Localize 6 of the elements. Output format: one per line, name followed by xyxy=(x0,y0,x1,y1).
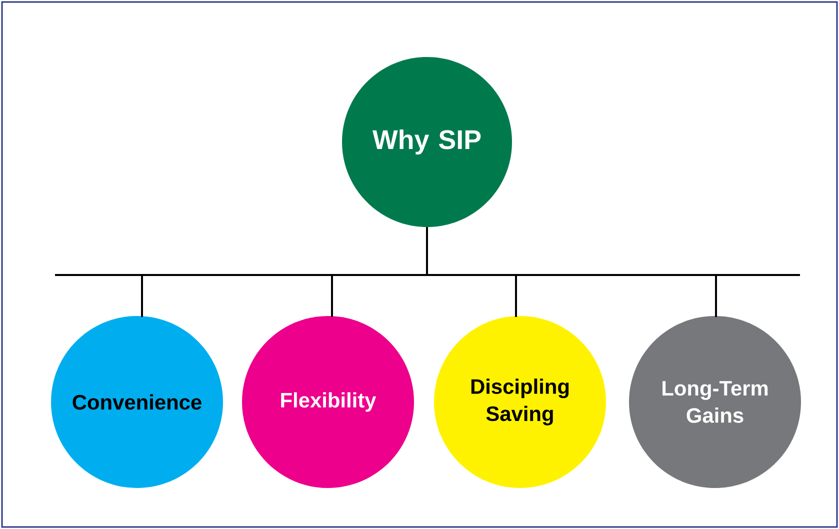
connector-line xyxy=(426,227,717,317)
circle-node: Why SIP xyxy=(342,57,512,227)
circle-node: Discipling Saving xyxy=(434,316,606,488)
circle-node: Long-Term Gains xyxy=(629,316,801,488)
circle-node: Convenience xyxy=(51,316,223,488)
circle-node: Flexibility xyxy=(242,316,414,488)
